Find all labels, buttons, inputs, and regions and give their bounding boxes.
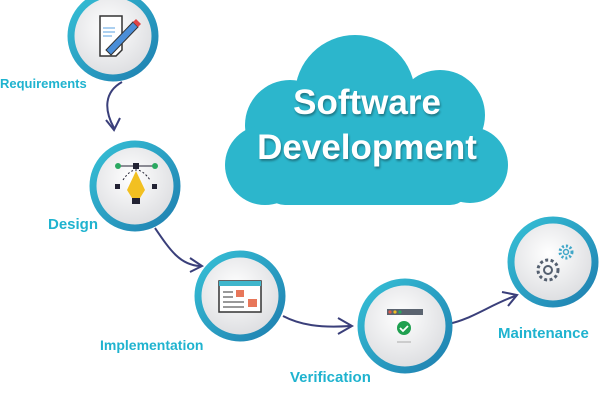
document-pencil-icon	[99, 15, 141, 57]
arrow-verification-maintenance	[447, 295, 516, 325]
label-maintenance: Maintenance	[498, 325, 589, 342]
label-design: Design	[48, 216, 99, 233]
arrow-requirements-design	[106, 81, 123, 129]
flow-arrows	[105, 81, 519, 335]
title-line-2: Development	[257, 128, 477, 167]
arrow-design-implementation	[154, 227, 201, 267]
label-requirements: Requirements	[0, 76, 87, 91]
cloud-shape	[225, 35, 508, 205]
check-window-icon	[387, 309, 423, 343]
browser-layout-icon	[218, 280, 262, 313]
label-verification: Verification	[290, 369, 371, 386]
gears-icon	[536, 244, 574, 282]
pen-tool-icon	[115, 163, 158, 204]
arrow-implementation-verification	[282, 315, 351, 328]
label-implementation: Implementation	[100, 337, 204, 353]
title-line-1: Software	[293, 83, 441, 122]
